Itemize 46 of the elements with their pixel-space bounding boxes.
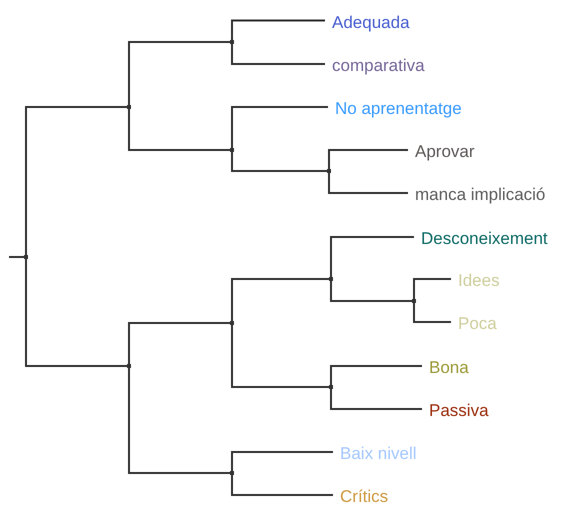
tree-branch [128, 366, 230, 474]
cluster-label: Aprovar [408, 141, 475, 163]
cluster-label: Bona [422, 357, 469, 379]
tree-branch [231, 106, 328, 150]
cluster-label: Idees [451, 270, 500, 292]
branch-point [230, 471, 234, 475]
tree-branch [330, 279, 412, 302]
branch-point [230, 148, 234, 152]
tree-branch [9, 256, 24, 258]
tree-branch [231, 20, 325, 42]
branch-point [329, 277, 333, 281]
cluster-label: Baix nivell [333, 443, 417, 465]
tree-branch [25, 257, 127, 367]
branch-point [327, 169, 331, 173]
cluster-label: Passiva [422, 400, 489, 422]
tree-branch [231, 278, 329, 323]
cluster-label: Poca [451, 313, 497, 335]
tree-branch [330, 365, 422, 387]
branch-point [24, 255, 28, 259]
cluster-label: comparativa [325, 55, 425, 77]
tree-branch [330, 236, 414, 279]
branch-point [329, 385, 333, 389]
cluster-label: manca implicació [408, 184, 546, 206]
tree-branch [231, 42, 325, 65]
tree-branch [231, 473, 333, 496]
tree-branch [413, 301, 451, 323]
tree-branch [231, 150, 327, 172]
tree-branch [413, 278, 451, 301]
tree-branch [330, 387, 422, 410]
tree-branch [231, 451, 333, 473]
branch-point [230, 40, 234, 44]
tree-branch [128, 322, 230, 366]
cluster-label: Adequada [325, 12, 410, 34]
branch-point [127, 364, 131, 368]
tree-branch [128, 41, 230, 107]
tree-branch [328, 149, 408, 171]
cluster-label: No aprenentatge [328, 98, 462, 120]
tree-branch [128, 107, 230, 151]
branch-point [127, 105, 131, 109]
cluster-label: Crítics [333, 486, 388, 508]
cluster-label: Desconeixement [414, 228, 548, 250]
branch-point [412, 299, 416, 303]
branch-point [230, 321, 234, 325]
tree-branch [328, 171, 408, 194]
tree-branch [231, 323, 329, 388]
tree-branch [25, 106, 127, 257]
